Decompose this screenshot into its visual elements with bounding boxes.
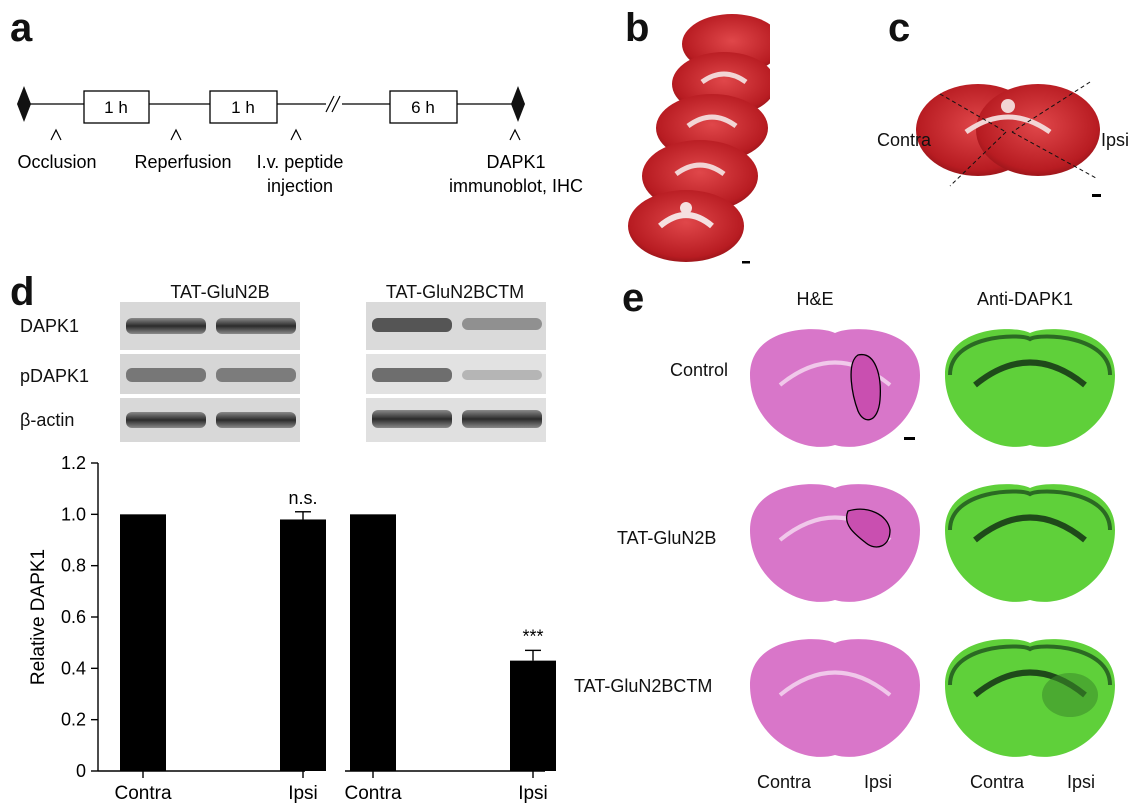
panel-letter-e: e	[622, 276, 645, 320]
he-slice-tat-glun2b	[750, 484, 920, 602]
he-slice-control	[750, 329, 920, 447]
y-tick-label: 1.0	[61, 504, 86, 524]
bottom-label-dapk-ipsi: Ipsi	[1067, 772, 1096, 792]
y-tick-label: 0.4	[61, 658, 86, 678]
bar	[510, 660, 556, 771]
bottom-label-he-contra: Contra	[757, 772, 812, 792]
timeline-diagram: 1 h 1 h 6 h Occlusion Reperfusion I.v. p…	[17, 86, 583, 196]
x-tick-label: Contra	[114, 783, 171, 803]
caret-occlusion	[50, 128, 62, 141]
histology-grid	[750, 329, 1115, 757]
blot-title-left: TAT-GluN2B	[170, 282, 270, 302]
blot-title-right: TAT-GluN2BCTM	[385, 282, 525, 302]
timeline-box-3	[389, 90, 458, 124]
col-header-he: H&E	[796, 289, 834, 309]
y-tick-label: 0.6	[61, 607, 86, 627]
x-tick-label: Contra	[344, 783, 401, 803]
panel-c-contra: Contra	[877, 130, 932, 150]
panel-letter-c: c	[888, 6, 911, 50]
event-injection-line1: I.v. peptide	[257, 152, 344, 172]
event-occlusion: Occlusion	[17, 152, 96, 172]
significance-label: n.s.	[288, 488, 317, 508]
timeline-box-2	[209, 90, 278, 124]
col-header-dapk: Anti-DAPK1	[976, 289, 1074, 309]
dapk-slice-tat-glun2bctm	[945, 639, 1115, 757]
panel-letter-b: b	[625, 6, 650, 50]
blot-row-label-pdapk1: pDAPK1	[20, 366, 90, 386]
event-injection-line2: injection	[267, 176, 333, 196]
caret-dapk	[509, 128, 521, 141]
scale-bar-b	[742, 261, 750, 264]
he-slice-tat-glun2bctm	[750, 639, 920, 757]
event-reperfusion: Reperfusion	[134, 152, 231, 172]
box-3-label: 6 h	[411, 98, 435, 117]
row-label-tat-glun2b: TAT-GluN2B	[617, 528, 717, 548]
break-mark	[325, 95, 335, 113]
brain-slices-image	[628, 14, 770, 264]
blot-row-label-actin: β-actin	[20, 410, 75, 430]
bar	[120, 514, 166, 771]
bottom-label-he-ipsi: Ipsi	[864, 772, 893, 792]
x-tick-label: Ipsi	[518, 783, 548, 803]
bar	[350, 514, 396, 771]
box-1-label: 1 h	[104, 98, 128, 117]
row-label-tat-glun2bctm: TAT-GluN2BCTM	[574, 676, 713, 696]
blot-row-label-dapk1: DAPK1	[20, 316, 80, 336]
caret-reperfusion	[170, 128, 182, 141]
caret-injection	[290, 128, 302, 141]
y-tick-label: 0.8	[61, 556, 86, 576]
panel-c-ipsi: Ipsi	[1101, 130, 1130, 150]
brain-slice-c	[916, 81, 1101, 197]
scale-bar-c	[1092, 194, 1101, 197]
dapk-slice-control	[945, 329, 1115, 447]
timeline-box-1	[83, 90, 150, 124]
event-dapk-line2: immunoblot, IHC	[449, 176, 583, 196]
panel-letter-a: a	[10, 6, 33, 50]
y-tick-label: 1.2	[61, 453, 86, 473]
y-tick-label: 0	[76, 761, 86, 781]
x-tick-label: Ipsi	[288, 783, 318, 803]
box-2-label: 1 h	[231, 98, 255, 117]
row-label-control: Control	[670, 360, 729, 380]
event-dapk-line1: DAPK1	[486, 152, 545, 172]
western-blots	[120, 302, 546, 442]
end-diamond	[511, 86, 525, 122]
significance-label: ***	[522, 626, 543, 646]
dapk-slice-tat-glun2b	[945, 484, 1115, 602]
bar	[280, 519, 326, 771]
y-tick-label: 0.2	[61, 710, 86, 730]
y-axis-label: Relative DAPK1	[28, 549, 49, 685]
panel-letter-d: d	[10, 270, 35, 314]
bottom-label-dapk-contra: Contra	[970, 772, 1025, 792]
start-diamond	[17, 86, 31, 122]
